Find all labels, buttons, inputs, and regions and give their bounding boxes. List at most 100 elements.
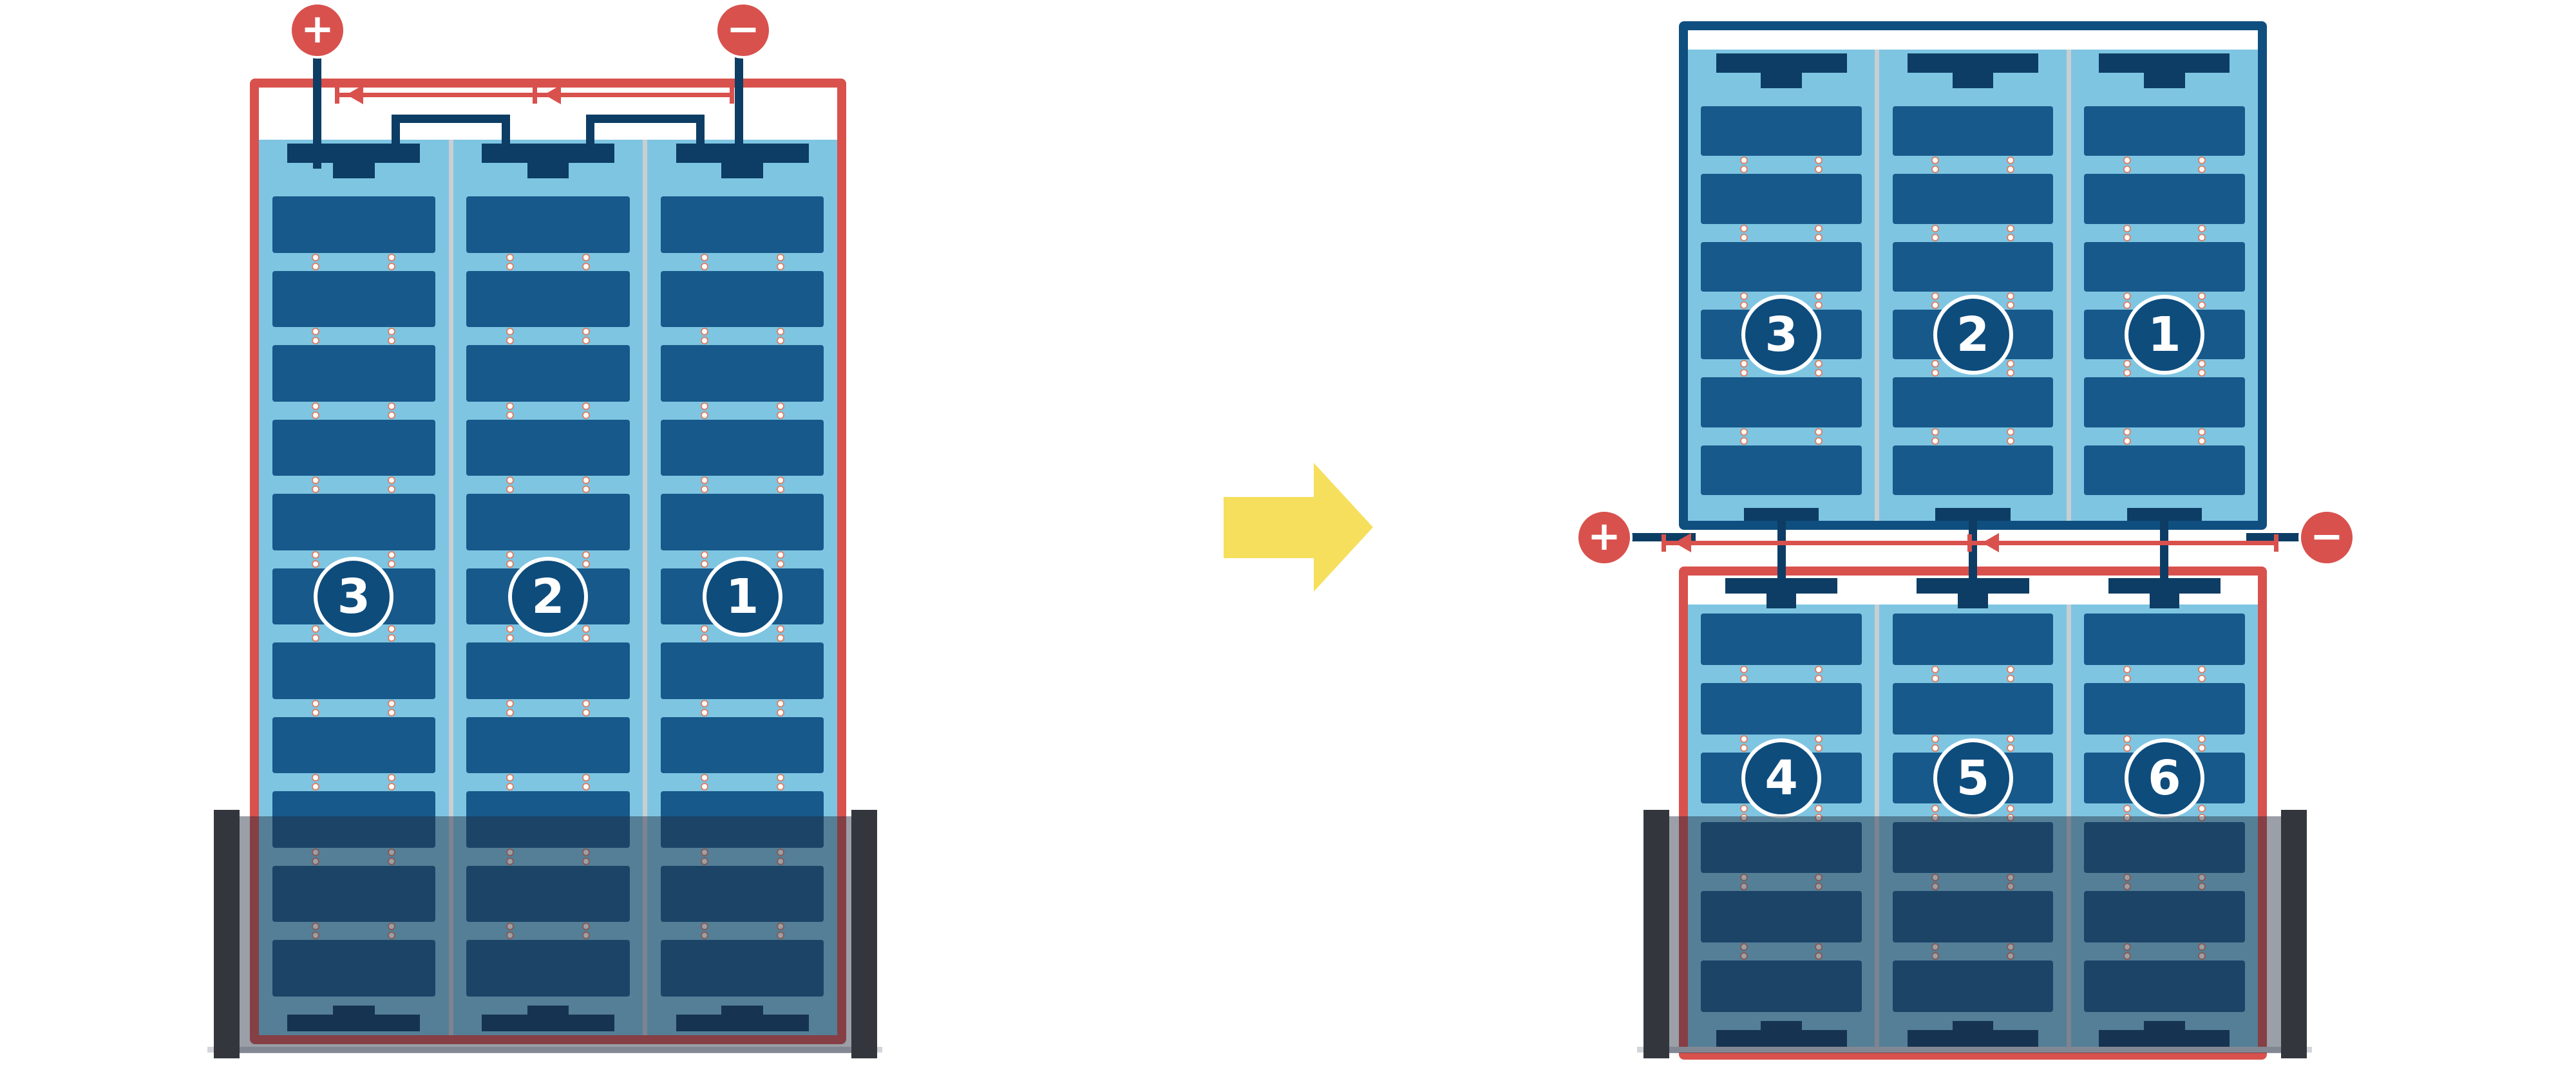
busbar-dot (1931, 156, 1940, 165)
busbar-dot (312, 253, 320, 261)
busbar-dot (506, 411, 515, 419)
series-jumper-wire (586, 115, 705, 123)
busbar-dot (2006, 156, 2014, 165)
busbar-dot (1931, 292, 1940, 300)
busbar-dot (700, 774, 708, 782)
cell (2083, 241, 2245, 292)
current-direction-tick (335, 86, 339, 104)
string-bottom-connector-stub (2143, 1021, 2185, 1031)
string-top-connector (2108, 578, 2221, 594)
string-label: 2 (508, 556, 588, 637)
busbar-dot (388, 848, 396, 856)
cell (660, 791, 824, 848)
busbar-dot (2123, 813, 2131, 821)
busbar-dot (1931, 735, 1940, 743)
busbar-dot (582, 550, 590, 559)
busbar-dot (776, 476, 784, 485)
busbar-dot (388, 625, 396, 633)
busbar-dot (506, 634, 515, 642)
busbar-dot (1815, 735, 1823, 743)
busbar-dot (1931, 952, 1940, 960)
interconnect-stub-wire (2160, 515, 2168, 579)
busbar-dot (1815, 360, 1823, 368)
cell (466, 940, 630, 997)
busbar-dot (506, 857, 515, 865)
busbar-dot (388, 253, 396, 261)
busbar-dot (582, 559, 590, 568)
busbar-dot (2123, 874, 2131, 882)
positive-terminal: + (1576, 509, 1633, 566)
current-direction-tick (1662, 534, 1666, 552)
busbar-dot (582, 485, 590, 494)
busbar-dot (1815, 427, 1823, 436)
busbar-dot (1815, 813, 1823, 821)
busbar-dot (700, 550, 708, 559)
cell (1701, 891, 1862, 943)
busbar-dot (1815, 943, 1823, 951)
string-bottom-connector (481, 1015, 615, 1031)
busbar-dot (2006, 804, 2014, 812)
busbar-dot (2123, 665, 2131, 673)
busbar-dot (506, 253, 515, 261)
cell (660, 345, 824, 402)
cell (1701, 614, 1862, 665)
busbar-dot (2006, 427, 2014, 436)
cell (466, 717, 630, 774)
string-label: 1 (2124, 294, 2204, 375)
busbar-dot (700, 699, 708, 707)
busbar-dot (1931, 674, 1940, 682)
busbar-dot (2123, 233, 2131, 241)
busbar-dot (388, 923, 396, 931)
busbar-dot (582, 699, 590, 707)
busbar-dot (582, 857, 590, 865)
busbar-dot (312, 485, 320, 494)
busbar-dot (506, 708, 515, 717)
busbar-dot (2006, 744, 2014, 752)
busbar-dot (776, 402, 784, 410)
busbar-dot (2006, 665, 2014, 673)
string-top-connector-stub (527, 163, 569, 178)
busbar-dot (506, 337, 515, 345)
cell (1892, 445, 2054, 495)
busbar-dot (582, 783, 590, 791)
cell (1701, 682, 1862, 735)
cell (1892, 377, 2054, 427)
busbar-dot (506, 783, 515, 791)
interconnect-stub-wire (1969, 515, 1977, 579)
busbar-dot (312, 262, 320, 270)
string-bottom-connector-stub (1761, 1021, 1803, 1031)
cell (466, 494, 630, 550)
cell (272, 270, 436, 328)
busbar-dot (2197, 369, 2206, 377)
busbar-dot (506, 774, 515, 782)
busbar-dot (1931, 874, 1940, 882)
cell (466, 865, 630, 923)
busbar-dot (700, 337, 708, 345)
cell (2083, 614, 2245, 665)
busbar-dot (582, 634, 590, 642)
busbar-dot (506, 476, 515, 485)
busbar-dot (776, 634, 784, 642)
busbar-dot (2123, 943, 2131, 951)
cell (660, 642, 824, 699)
busbar-dot (776, 253, 784, 261)
busbar-dot (2006, 813, 2014, 821)
busbar-dot (1815, 665, 1823, 673)
busbar-dot (1740, 427, 1748, 436)
busbar-dot (582, 923, 590, 931)
cell (2083, 377, 2245, 427)
busbar-dot (312, 708, 320, 717)
busbar-dot (700, 328, 708, 336)
busbar-dot (388, 559, 396, 568)
busbar-dot (2197, 360, 2206, 368)
string-top-connector-stub (1958, 594, 1988, 608)
cell (1701, 106, 1862, 156)
string-bottom-connector (676, 1015, 809, 1031)
busbar-dot (1740, 224, 1748, 232)
string-bottom-connector-stub (332, 1006, 375, 1016)
